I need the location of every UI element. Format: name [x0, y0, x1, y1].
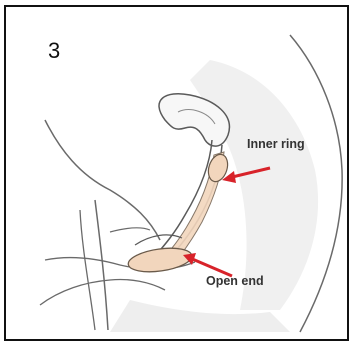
inner-ring-label: Inner ring — [247, 138, 305, 151]
finger-outline — [110, 228, 150, 232]
leg-outline-1 — [95, 200, 108, 330]
step-number: 3 — [48, 40, 60, 62]
open-end-arrow — [183, 253, 232, 276]
body-front-curve — [45, 120, 160, 240]
hand-outline — [40, 279, 165, 305]
open-end-label: Open end — [206, 275, 264, 288]
leg-outline-2 — [80, 210, 95, 330]
open-end-ring — [127, 245, 193, 276]
